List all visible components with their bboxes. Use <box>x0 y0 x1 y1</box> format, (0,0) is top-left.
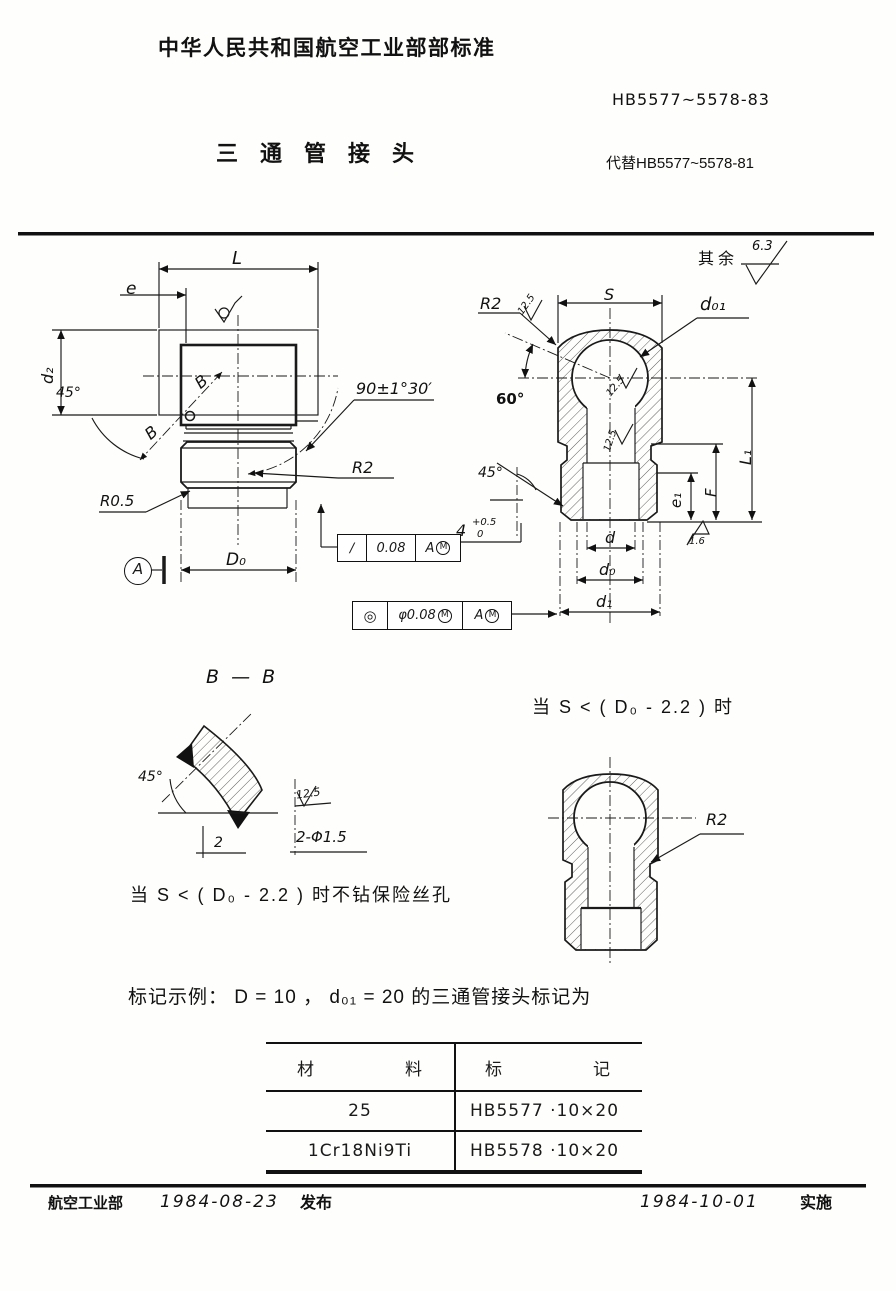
dim-label-S: S <box>604 285 615 304</box>
rest-finish-label: 其余 <box>698 251 739 268</box>
chamfer-wedge <box>227 810 250 829</box>
stub-outline <box>187 488 288 509</box>
finish-check-icon <box>523 299 543 322</box>
material-cell: 25 <box>348 1101 372 1121</box>
dim-label-F: F <box>702 488 720 497</box>
section-band-outline <box>180 724 263 824</box>
radius-label-r2: R2 <box>706 810 728 829</box>
dim-label-L: L <box>232 248 243 269</box>
replaces-note: 代替HB5577~5578-81 <box>606 155 755 172</box>
marking-cell: HB5578 ·10×20 <box>470 1141 620 1161</box>
angle-label-45: 45° <box>478 465 503 481</box>
finish-label-16: 1.6 <box>689 536 705 547</box>
centerlines <box>518 308 757 625</box>
marking-example: 标记示例： D = 10 ， d₀₁ = 20 的三通管接头标记为 <box>128 987 592 1008</box>
finish-16-icon <box>686 519 710 546</box>
flange-outline <box>158 329 319 416</box>
dim-label-d0: d₀ <box>599 560 616 579</box>
dim-label-d: d <box>605 528 616 547</box>
finish-label-125: 12.5 <box>295 785 322 802</box>
column-header-material: 材 料 <box>297 1059 423 1079</box>
dim-label-4: 4 <box>456 521 467 540</box>
alt-view-drawing <box>548 757 744 966</box>
angle-label-45: 45° <box>138 769 163 785</box>
dim-label-e1: e₁ <box>667 492 685 508</box>
parallelism-icon: ∕ <box>338 535 367 561</box>
radius-label-r2: R2 <box>480 294 502 313</box>
groove-lines <box>183 425 294 442</box>
modifier-m-icon: M <box>437 608 452 623</box>
dim-label-L1: L₁ <box>736 449 755 465</box>
holes-label: 2-Φ1.5 <box>296 828 347 846</box>
footer-impl-action: 实施 <box>800 1195 833 1212</box>
angle-label-60: 60° <box>496 390 525 408</box>
header-divider <box>18 232 874 236</box>
centerlines <box>548 757 696 966</box>
finish-check-icon <box>614 423 634 446</box>
dim-label-D0: D₀ <box>226 550 246 570</box>
dim-label-e: e <box>126 279 137 299</box>
left-view-drawing <box>52 262 434 584</box>
tolerance-lower: 0 <box>477 529 484 540</box>
centerlines <box>143 315 338 545</box>
footer-impl-date: 1984-10-01 <box>640 1192 759 1212</box>
section-bb-title: B — B <box>206 666 279 688</box>
material-cell: 1Cr18Ni9Ti <box>307 1141 413 1161</box>
angle-45-arc <box>91 417 145 460</box>
footer-issuer: 航空工业部 <box>48 1195 124 1212</box>
datum-a-flag: A <box>124 557 152 585</box>
angle-60-arc <box>521 343 534 379</box>
alt-view-caption: 当 S < ( D₀ - 2.2 ) 时 <box>532 697 734 717</box>
finish-check-icon <box>296 785 317 808</box>
column-header-marking: 标 记 <box>485 1059 611 1079</box>
page-title: 三 通 管 接 头 <box>216 141 415 166</box>
standard-org-title: 中华人民共和国航空工业部部标准 <box>158 37 496 60</box>
right-view-drawing <box>455 240 788 625</box>
thread-body-outline <box>180 441 297 489</box>
footer-divider <box>30 1184 866 1188</box>
rest-finish-check-icon <box>741 240 788 286</box>
chamfer-wedge <box>176 743 194 768</box>
dim-label-d2: d₂ <box>38 367 57 384</box>
concentricity-icon: ◎ <box>353 602 388 629</box>
standard-number: HB5577~5578-83 <box>612 90 770 109</box>
radius-label-r2: R2 <box>352 458 374 477</box>
section-cut-line-bb <box>139 371 223 461</box>
dim-label-d01: d₀₁ <box>700 294 726 315</box>
tolerance-upper: +0.5 <box>472 517 497 528</box>
material-marking-table: 材 料 标 记 25 HB5577 ·10×20 1Cr18Ni9Ti HB55… <box>266 1042 642 1174</box>
tolerance-value: 0.08 <box>367 535 416 561</box>
finish-check-icon <box>618 367 638 390</box>
table-column-divider <box>454 1044 456 1172</box>
footer-issue-date: 1984-08-23 <box>160 1192 279 1212</box>
section-bb-drawing <box>158 711 367 858</box>
rest-finish-value: 6.3 <box>752 239 773 254</box>
radius-label-r05: R0.5 <box>100 492 135 510</box>
angle-label-90: 90±1°30′ <box>356 379 432 398</box>
angle-label-45: 45° <box>56 385 81 401</box>
dim-label-2: 2 <box>214 835 223 851</box>
dim-label-d1: d₁ <box>596 592 613 611</box>
marking-cell: HB5577 ·10×20 <box>470 1101 620 1121</box>
modifier-m-icon: M <box>436 541 451 555</box>
section-bb-note: 当 S < ( D₀ - 2.2 ) 时不钻保险丝孔 <box>130 885 452 905</box>
footer-issue-action: 发布 <box>300 1195 333 1212</box>
modifier-m-icon: M <box>485 608 500 623</box>
lockwire-hole <box>184 410 196 422</box>
